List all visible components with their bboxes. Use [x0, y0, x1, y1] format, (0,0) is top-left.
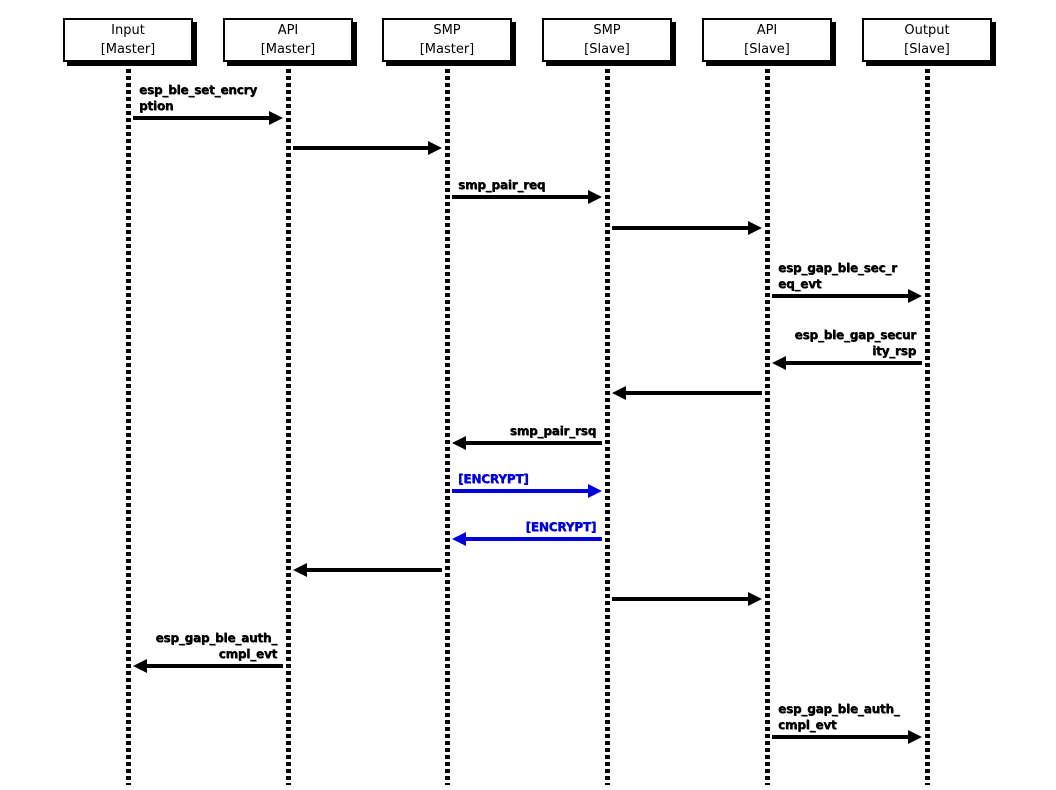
- message-9-label: [ENCRYPT]: [525, 519, 597, 535]
- message-label-line: smp_pair_rsq: [509, 424, 596, 438]
- arrowhead-left-icon: [293, 563, 307, 577]
- lifeline-input-master: [125, 62, 131, 785]
- message-label-line: eq_evt: [778, 277, 822, 291]
- message-10-line: [305, 568, 442, 572]
- message-13-label: esp_gap_ble_auth_ cmpl_evt: [778, 701, 900, 733]
- arrowhead-right-icon: [588, 190, 602, 204]
- message-4-label: esp_gap_ble_sec_r eq_evt: [778, 260, 897, 292]
- arrowhead-right-icon: [908, 289, 922, 303]
- arrowhead-right-icon: [269, 111, 283, 125]
- message-label-line: cmpl_evt: [218, 647, 278, 661]
- participant-smp-slave: SMP [Slave]: [542, 18, 672, 62]
- arrowhead-left-icon: [452, 532, 466, 546]
- arrowhead-right-icon: [748, 592, 762, 606]
- arrowhead-right-icon: [748, 221, 762, 235]
- message-label-line: esp_gap_ble_auth_: [155, 631, 277, 645]
- participant-name: API: [277, 23, 299, 38]
- message-6-line: [624, 391, 762, 395]
- arrowhead-right-icon: [588, 484, 602, 498]
- message-8-line: [452, 489, 590, 493]
- message-label-line: ity_rsp: [872, 344, 916, 358]
- participant-smp-master: SMP [Master]: [382, 18, 512, 62]
- participant-api-slave: API [Slave]: [702, 18, 832, 62]
- arrowhead-left-icon: [772, 356, 786, 370]
- arrowhead-left-icon: [452, 436, 466, 450]
- message-5-line: [784, 361, 922, 365]
- lifeline-output-slave: [924, 62, 930, 785]
- participant-output-slave: Output [Slave]: [862, 18, 992, 62]
- participant-name: SMP: [433, 23, 461, 38]
- message-12-line: [145, 664, 283, 668]
- message-label-line: cmpl_evt: [778, 718, 837, 732]
- message-11-line: [612, 597, 750, 601]
- lifeline-smp-master: [444, 62, 450, 785]
- participant-name: Input: [111, 23, 145, 38]
- message-7-label: smp_pair_rsq: [510, 423, 596, 439]
- message-label-line: esp_gap_ble_sec_r: [778, 261, 897, 275]
- participant-name: SMP: [593, 23, 621, 38]
- message-12-label: esp_gap_ble_auth_ cmpl_evt: [155, 630, 277, 662]
- participant-role: [Master]: [260, 42, 316, 57]
- participant-role: [Slave]: [584, 42, 630, 57]
- message-label-line: [ENCRYPT]: [458, 472, 529, 486]
- arrowhead-right-icon: [908, 730, 922, 744]
- message-5-label: esp_ble_gap_secur ity_rsp: [794, 327, 917, 359]
- participant-role: [Master]: [100, 42, 156, 57]
- message-label-line: esp_gap_ble_auth_: [778, 702, 900, 716]
- message-13-line: [772, 735, 910, 739]
- lifeline-api-master: [285, 62, 291, 785]
- message-2-line: [452, 195, 590, 199]
- message-0-line: [133, 116, 271, 120]
- message-1-line: [293, 146, 430, 150]
- participant-api-master: API [Master]: [223, 18, 353, 62]
- participant-role: [Slave]: [744, 42, 790, 57]
- message-4-line: [772, 294, 910, 298]
- participant-role: [Master]: [419, 42, 475, 57]
- arrowhead-left-icon: [612, 386, 626, 400]
- message-3-line: [612, 226, 750, 230]
- participant-name: Output: [904, 23, 950, 38]
- message-9-line: [464, 537, 602, 541]
- lifeline-smp-slave: [604, 62, 610, 785]
- participant-input-master: Input [Master]: [63, 18, 193, 62]
- message-7-line: [464, 441, 602, 445]
- message-label-line: smp_pair_req: [458, 178, 546, 192]
- message-label-line: ption: [139, 99, 174, 113]
- message-label-line: esp_ble_set_encry: [139, 83, 257, 97]
- arrowhead-left-icon: [133, 659, 147, 673]
- participant-name: API: [756, 23, 778, 38]
- message-label-line: esp_ble_gap_secur: [794, 328, 917, 342]
- message-8-label: [ENCRYPT]: [458, 471, 529, 487]
- message-2-label: smp_pair_req: [458, 177, 545, 193]
- lifeline-api-slave: [764, 62, 770, 785]
- participant-role: [Slave]: [904, 42, 950, 57]
- arrowhead-right-icon: [428, 141, 442, 155]
- message-label-line: [ENCRYPT]: [525, 520, 597, 534]
